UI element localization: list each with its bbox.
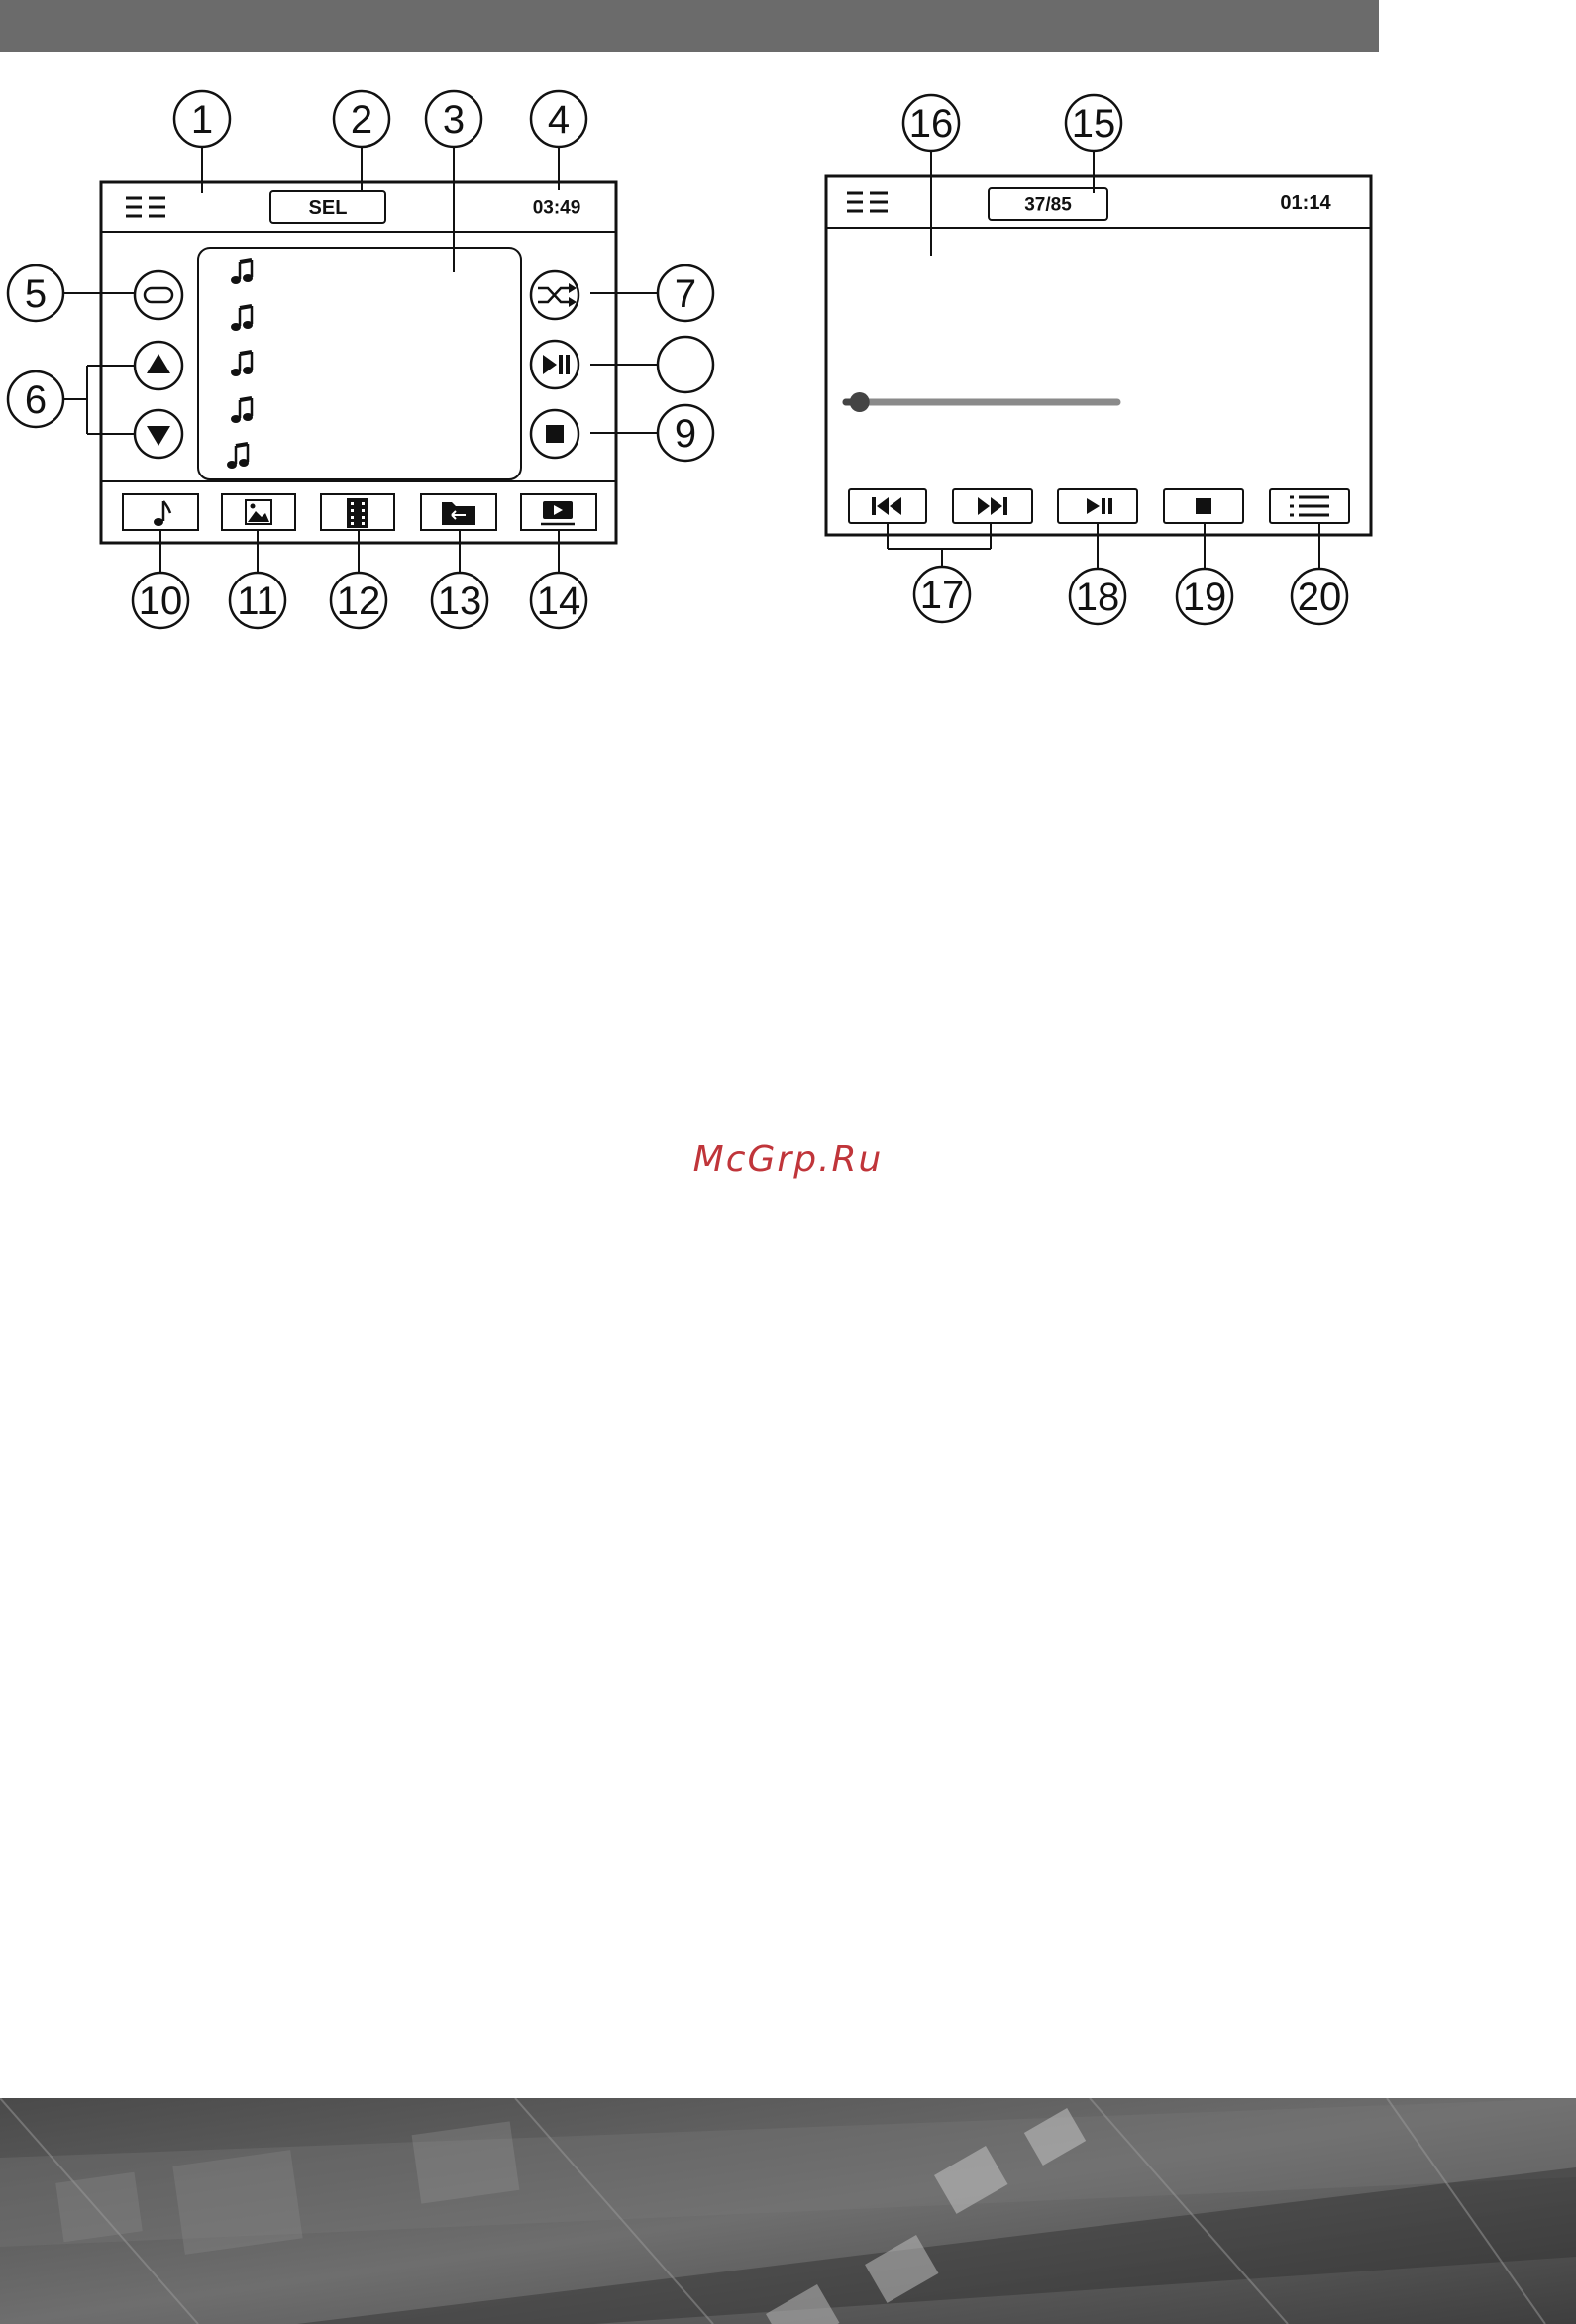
browser-screen-frame xyxy=(101,182,616,543)
list-item[interactable] xyxy=(231,260,253,284)
callout-label: 11 xyxy=(237,580,278,623)
repeat-button[interactable] xyxy=(135,271,182,319)
play-pause-button[interactable] xyxy=(531,341,578,388)
watermark: McGrp.Ru xyxy=(0,1139,1576,1180)
player-screen-frame xyxy=(826,176,1371,535)
arrow-up-icon xyxy=(147,354,170,373)
music-note-icon xyxy=(231,352,253,376)
music-note-icon xyxy=(227,444,249,469)
list-item[interactable] xyxy=(227,444,249,469)
menu-icon[interactable] xyxy=(847,193,888,211)
shuffle-icon xyxy=(538,283,577,307)
play-pause-icon xyxy=(543,355,570,374)
callout-label: 10 xyxy=(139,580,183,623)
callout-label: 4 xyxy=(548,98,570,142)
track-counter: 37/85 xyxy=(1024,195,1072,216)
photo-mode-button[interactable] xyxy=(222,494,295,530)
callout-label: 13 xyxy=(438,580,482,623)
music-note-icon xyxy=(231,260,253,284)
film-icon xyxy=(347,498,368,528)
previous-track-button[interactable] xyxy=(849,489,926,523)
scroll-up-button[interactable] xyxy=(135,342,182,389)
callout-label: 1 xyxy=(191,98,213,142)
stop-icon xyxy=(546,425,564,443)
arrow-down-icon xyxy=(147,426,170,446)
player-ui-diagram: SEL 03:49 1 2 3 4 5 6 7 9 10 11 12 13 14 xyxy=(0,0,1576,654)
next-track-button[interactable] xyxy=(953,489,1032,523)
online-video-button[interactable] xyxy=(521,494,596,530)
stop-icon xyxy=(1196,498,1211,514)
callout-label: 19 xyxy=(1183,576,1227,619)
music-note-icon xyxy=(231,306,253,331)
callout-label: 17 xyxy=(920,574,965,617)
stop-button[interactable] xyxy=(1164,489,1243,523)
player-screen xyxy=(826,95,1371,624)
clock: 01:14 xyxy=(1280,192,1331,214)
folder-up-icon xyxy=(442,502,475,525)
progress-bar[interactable] xyxy=(846,392,1117,412)
video-play-icon xyxy=(541,501,575,524)
sel-button-label: SEL xyxy=(309,197,348,219)
folder-up-button[interactable] xyxy=(421,494,496,530)
callout-label: 15 xyxy=(1072,102,1116,146)
music-mode-button[interactable] xyxy=(123,494,198,530)
callout-8-blank xyxy=(590,337,713,392)
callout-label: 20 xyxy=(1298,576,1342,619)
callout-label: 18 xyxy=(1076,576,1120,619)
next-track-icon xyxy=(978,497,1007,515)
play-pause-icon xyxy=(1087,498,1112,514)
play-pause-button[interactable] xyxy=(1058,489,1137,523)
scroll-down-button[interactable] xyxy=(135,410,182,458)
callout-label: 9 xyxy=(675,412,696,456)
callout-label: 2 xyxy=(351,98,372,142)
music-note-icon xyxy=(154,501,170,526)
progress-knob[interactable] xyxy=(850,392,870,412)
video-mode-button[interactable] xyxy=(321,494,394,530)
shuffle-button[interactable] xyxy=(531,271,578,319)
music-note-icon xyxy=(231,398,253,423)
stop-button[interactable] xyxy=(531,410,578,458)
callout-label: 5 xyxy=(25,272,47,316)
footer-texture xyxy=(0,2098,1576,2324)
playlist-button[interactable] xyxy=(1270,489,1349,523)
callout-label: 16 xyxy=(909,102,954,146)
clock: 03:49 xyxy=(533,198,581,219)
callout-label: 6 xyxy=(25,378,47,422)
repeat-icon xyxy=(145,288,172,302)
list-item[interactable] xyxy=(231,352,253,376)
list-item[interactable] xyxy=(231,306,253,331)
previous-track-icon xyxy=(872,497,901,515)
callout-label: 14 xyxy=(537,580,581,623)
browser-screen xyxy=(8,91,713,628)
list-icon xyxy=(1290,497,1329,515)
callout-label: 3 xyxy=(443,98,465,142)
decorative-footer-banner xyxy=(0,2098,1576,2324)
menu-icon[interactable] xyxy=(126,198,165,216)
callout-label: 7 xyxy=(675,272,696,316)
callout-label: 12 xyxy=(337,580,381,623)
file-list xyxy=(227,260,253,469)
list-item[interactable] xyxy=(231,398,253,423)
photo-icon xyxy=(246,500,271,524)
